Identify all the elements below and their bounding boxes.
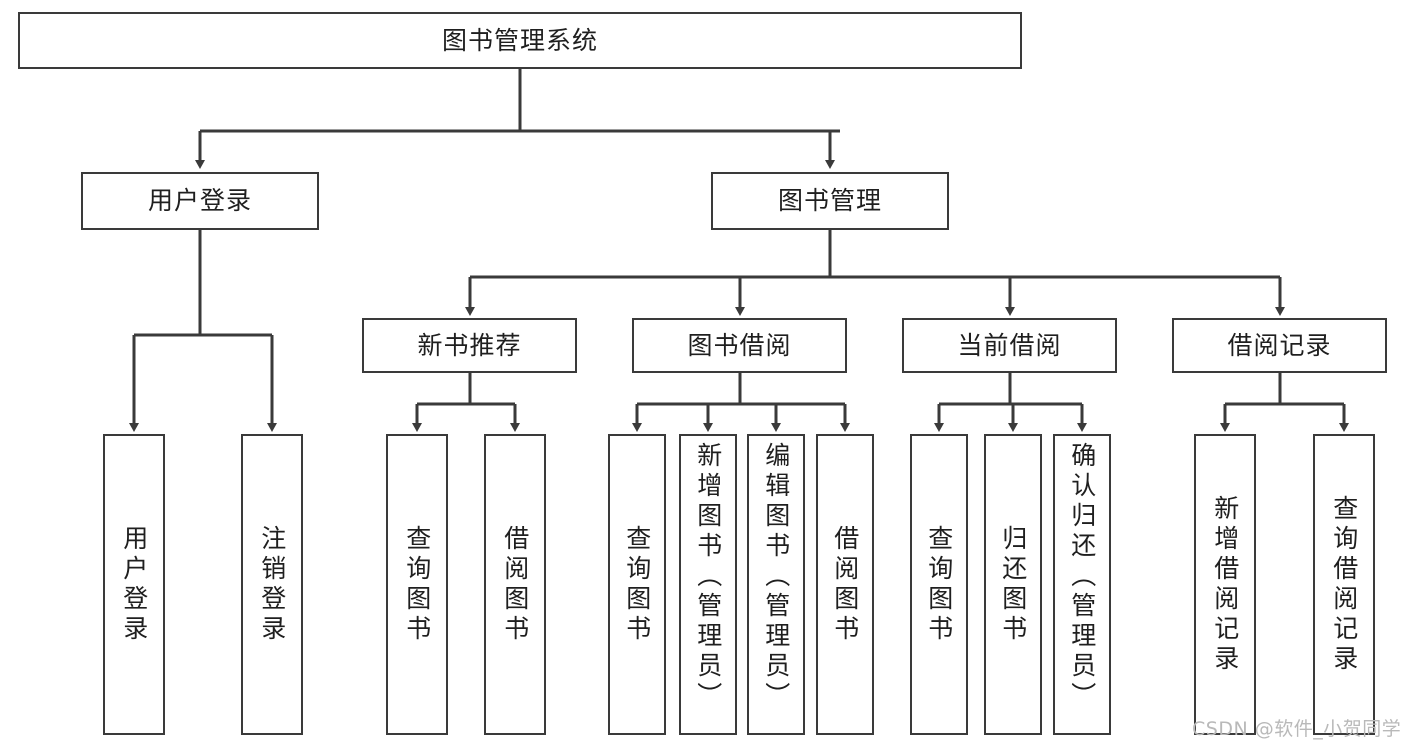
node-current-borrow[interactable]: 当前借阅 (902, 318, 1117, 373)
node-root-system[interactable]: 图书管理系统 (18, 12, 1022, 69)
node-book-manage[interactable]: 图书管理 (711, 172, 949, 230)
node-leaf-rec-borrow-book[interactable]: 借阅图书 (484, 434, 546, 735)
node-leaf-rec-add-record[interactable]: 新增借阅记录 (1194, 434, 1256, 735)
node-leaf-bor-borrow-book[interactable]: 借阅图书 (816, 434, 874, 735)
node-new-book-recommend[interactable]: 新书推荐 (362, 318, 577, 373)
node-leaf-user-login[interactable]: 用户登录 (103, 434, 165, 735)
node-label: 图书借阅 (687, 330, 792, 360)
node-label: 查询图书 (402, 524, 432, 645)
node-label: 查询图书 (924, 524, 954, 645)
node-label: 查询图书 (622, 524, 652, 645)
node-leaf-bor-query-book[interactable]: 查询图书 (608, 434, 666, 735)
node-label: 查询借阅记录 (1329, 494, 1359, 675)
node-label: 注销登录 (257, 524, 287, 645)
node-label: 用户登录 (147, 186, 252, 216)
node-label: 图书管理 (777, 186, 882, 216)
node-label: 借阅图书 (830, 524, 860, 645)
node-label: 新增借阅记录 (1210, 494, 1240, 675)
node-label: 新增图书（管理员） (693, 442, 723, 712)
node-leaf-user-logout[interactable]: 注销登录 (241, 434, 303, 735)
node-label: 确认归还（管理员） (1067, 442, 1097, 712)
watermark-text: CSDN @软件_小贺同学 (1192, 718, 1402, 740)
node-label: 用户登录 (119, 524, 149, 645)
node-leaf-cur-confirm-return[interactable]: 确认归还（管理员） (1053, 434, 1111, 735)
node-leaf-bor-edit-book[interactable]: 编辑图书（管理员） (747, 434, 805, 735)
node-book-borrow[interactable]: 图书借阅 (632, 318, 847, 373)
node-label: 借阅记录 (1227, 330, 1332, 360)
node-leaf-cur-query-book[interactable]: 查询图书 (910, 434, 968, 735)
node-leaf-rec-query-book[interactable]: 查询图书 (386, 434, 448, 735)
node-label: 归还图书 (998, 524, 1028, 645)
node-borrow-record[interactable]: 借阅记录 (1172, 318, 1387, 373)
node-leaf-bor-add-book[interactable]: 新增图书（管理员） (679, 434, 737, 735)
node-label: 图书管理系统 (441, 25, 598, 55)
node-user-login[interactable]: 用户登录 (81, 172, 319, 230)
node-label: 借阅图书 (500, 524, 530, 645)
node-leaf-cur-return-book[interactable]: 归还图书 (984, 434, 1042, 735)
node-label: 编辑图书（管理员） (761, 442, 791, 712)
node-label: 新书推荐 (417, 330, 522, 360)
node-leaf-rec-query-record[interactable]: 查询借阅记录 (1313, 434, 1375, 735)
node-label: 当前借阅 (957, 330, 1062, 360)
